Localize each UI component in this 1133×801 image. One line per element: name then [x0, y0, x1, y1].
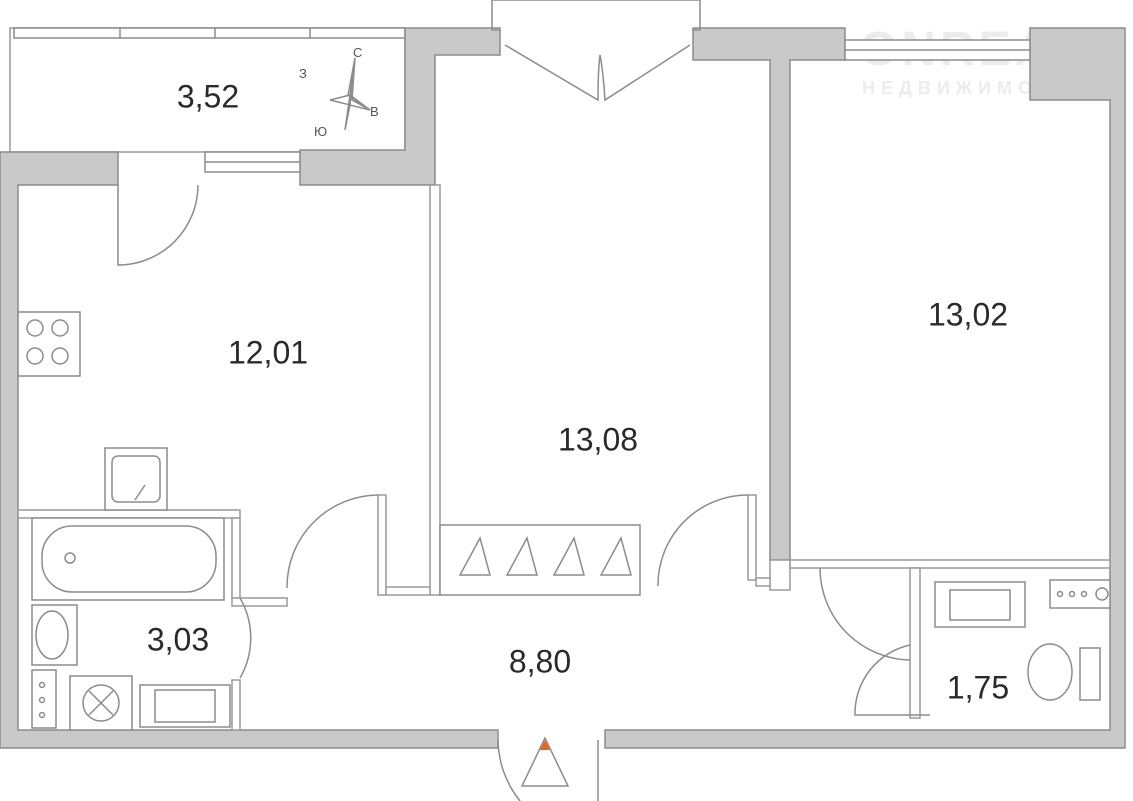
bathtub-icon — [31, 517, 225, 601]
compass-west: З — [299, 66, 307, 81]
compass-icon — [329, 57, 371, 131]
stove-icon — [17, 311, 81, 377]
compass-east: В — [370, 104, 379, 119]
entrance-marker-icon — [520, 736, 570, 787]
boiler-icon — [31, 669, 57, 729]
compass-south: Ю — [314, 124, 328, 139]
balcony — [9, 27, 406, 153]
cabinet-icon — [139, 684, 231, 728]
walls — [0, 27, 1126, 749]
wardrobe-icon — [439, 524, 641, 596]
room-area-balcony: 3,52 — [176, 78, 240, 115]
room-area-bathroom: 3,03 — [146, 621, 210, 658]
room-area-right: 13,02 — [927, 296, 1009, 333]
washbasin-icon — [31, 604, 78, 666]
room-area-hallway: 8,80 — [508, 643, 572, 680]
compass-north: С — [353, 45, 363, 60]
washing-machine-icon — [69, 675, 133, 731]
doors — [117, 44, 930, 801]
sink-icon — [104, 447, 168, 511]
room-area-toilet: 1,75 — [946, 669, 1010, 706]
windows — [204, 0, 1031, 173]
room-area-middle: 13,08 — [557, 421, 639, 458]
toilet-room-fixtures — [934, 579, 1111, 701]
room-area-kitchen: 12,01 — [227, 334, 309, 371]
